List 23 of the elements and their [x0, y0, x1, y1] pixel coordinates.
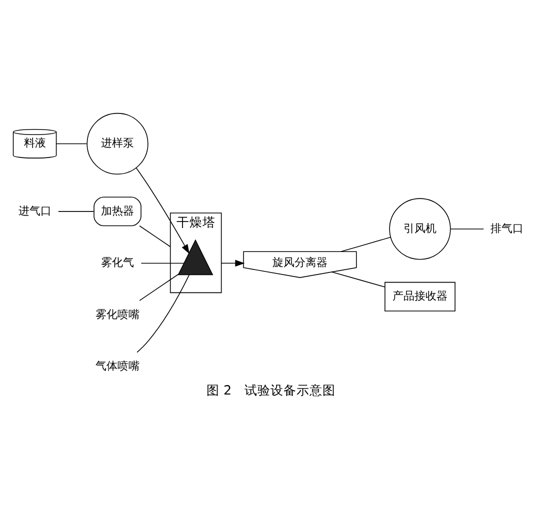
node-text: 雾化气 — [101, 256, 134, 270]
connector — [139, 274, 179, 301]
connector — [58, 211, 94, 212]
connector — [140, 262, 184, 264]
node-text: 雾化喷嘴 — [96, 308, 140, 321]
node-circle: 引风机 — [389, 198, 451, 260]
node-text: 气体喷嘴 — [96, 360, 140, 373]
arrow — [136, 168, 190, 254]
connector — [340, 236, 391, 252]
connector — [331, 272, 386, 288]
node-text: 排气口 — [490, 222, 524, 235]
connector — [139, 225, 171, 248]
node-triangle — [178, 239, 214, 276]
node-box: 加热器 — [94, 196, 142, 226]
connector — [56, 143, 88, 144]
connector — [136, 274, 190, 353]
cluster: 干燥塔 — [170, 212, 222, 294]
caption: 图 2 试验设备示意图 — [206, 383, 336, 398]
arrow — [220, 260, 245, 267]
connector — [450, 228, 484, 230]
node-text: 进气口 — [18, 204, 52, 218]
node-box: 产品接收器 — [384, 282, 456, 312]
node-circle: 进样泵 — [86, 112, 148, 175]
